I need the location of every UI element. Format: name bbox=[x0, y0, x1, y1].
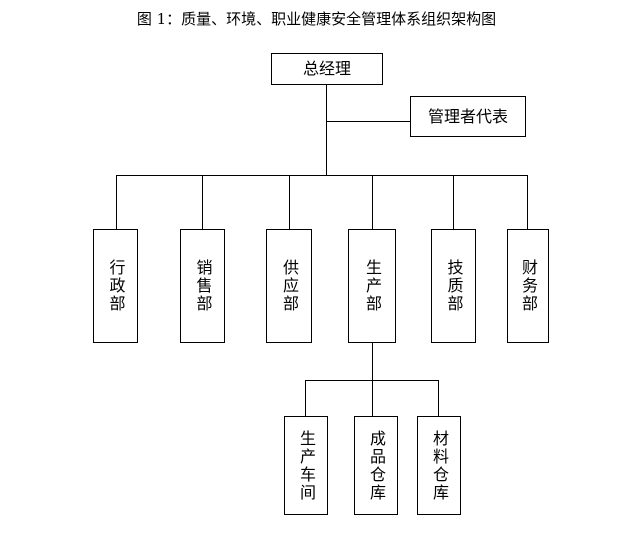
node-unit-finished-goods-warehouse: 成品仓库 bbox=[354, 416, 398, 515]
node-label: 生产部 bbox=[363, 259, 382, 313]
node-dept-admin: 行政部 bbox=[93, 229, 138, 343]
node-management-representative: 管理者代表 bbox=[410, 96, 526, 137]
node-label: 材料仓库 bbox=[430, 429, 449, 502]
node-unit-materials-warehouse: 材料仓库 bbox=[417, 416, 461, 515]
node-dept-finance: 财务部 bbox=[507, 229, 549, 343]
node-label: 技质部 bbox=[444, 259, 464, 313]
node-dept-supply: 供应部 bbox=[266, 229, 312, 343]
page-title: 图 1：质量、环境、职业健康安全管理体系组织架构图 bbox=[136, 10, 497, 28]
node-label: 财务部 bbox=[519, 259, 538, 313]
node-general-manager: 总经理 bbox=[271, 53, 383, 85]
node-label: 成品仓库 bbox=[367, 429, 386, 502]
node-dept-tech-quality: 技质部 bbox=[431, 229, 476, 343]
node-label: 销售部 bbox=[193, 259, 213, 313]
node-label: 总经理 bbox=[302, 59, 351, 78]
node-label: 管理者代表 bbox=[427, 106, 508, 126]
node-dept-sales: 销售部 bbox=[180, 229, 225, 343]
node-label: 生产车间 bbox=[297, 429, 316, 502]
node-unit-workshop: 生产车间 bbox=[284, 416, 328, 515]
node-label: 供应部 bbox=[280, 259, 299, 313]
node-label: 行政部 bbox=[106, 259, 126, 313]
node-dept-production: 生产部 bbox=[348, 229, 396, 343]
